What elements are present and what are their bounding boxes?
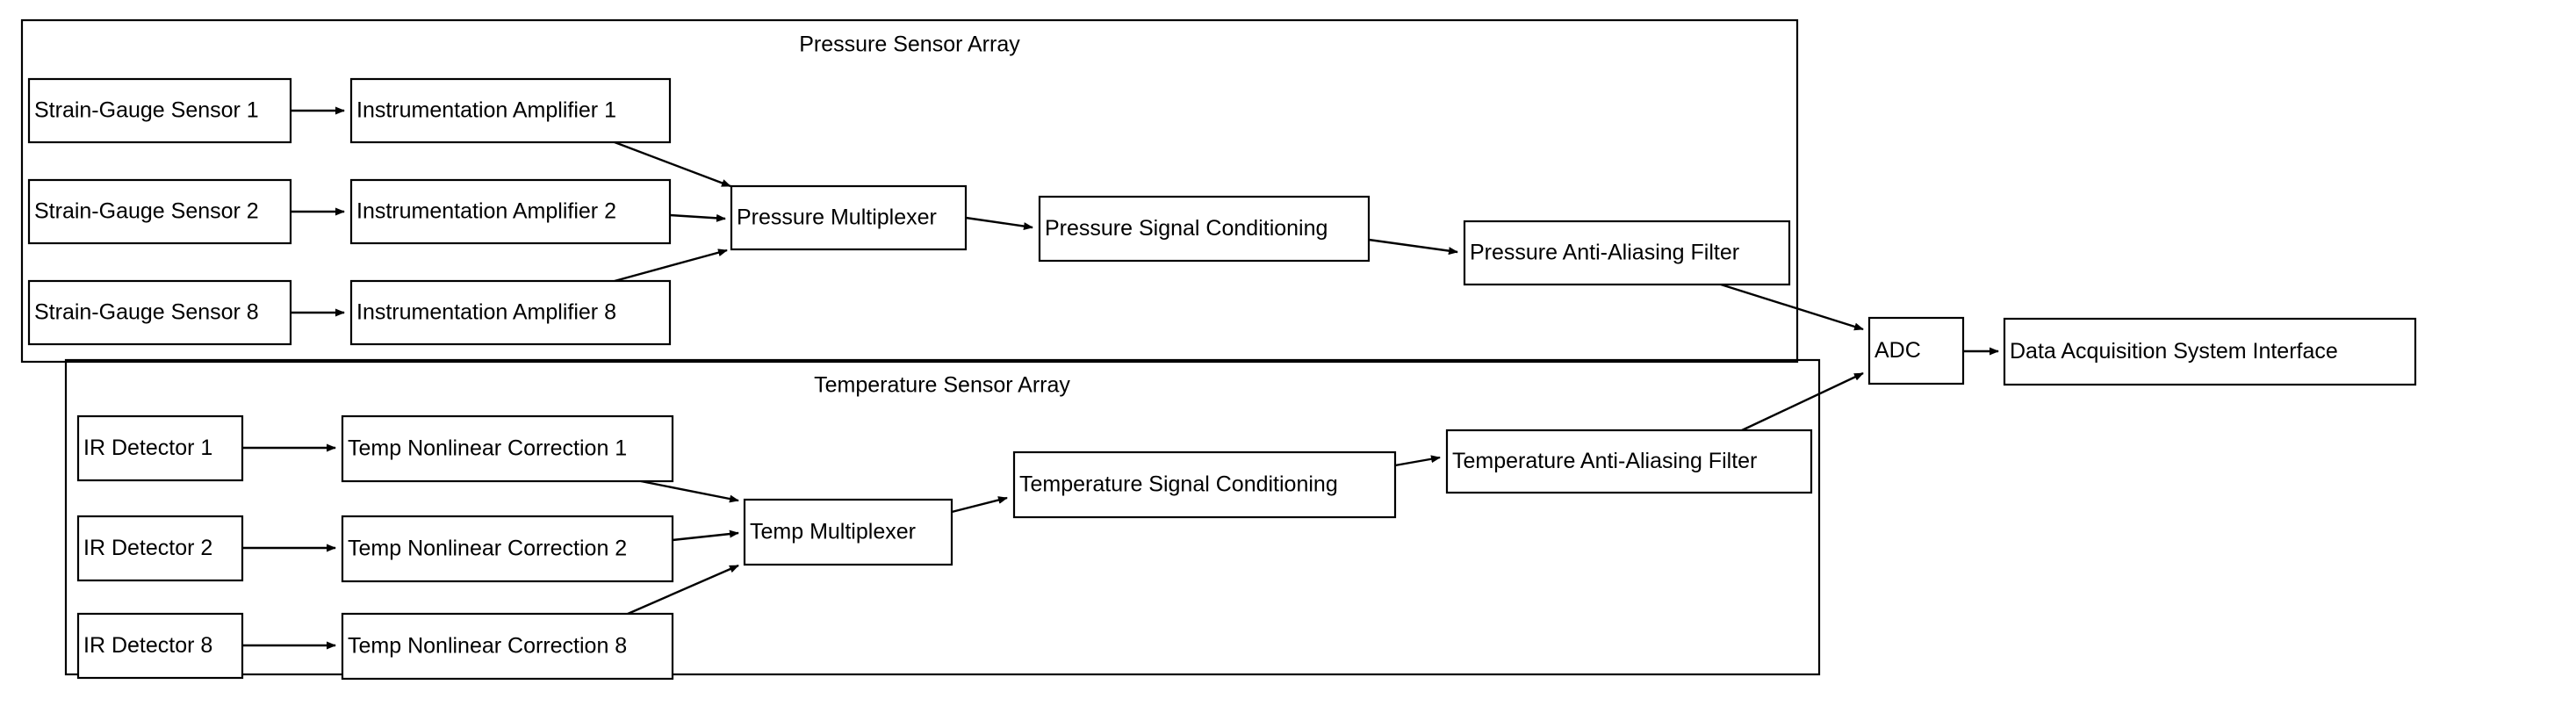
node-pressure-signal-conditioning[interactable]: Pressure Signal Conditioning bbox=[1038, 195, 1371, 263]
edge-ia1-pmux bbox=[614, 140, 731, 188]
edge-psc-paaf bbox=[1368, 238, 1458, 256]
node-ir-detector-2[interactable]: IR Detector 2 bbox=[76, 515, 244, 582]
temp-nonlinear-correction-1-box[interactable] bbox=[341, 414, 674, 483]
node-ir-detector-8[interactable]: IR Detector 8 bbox=[76, 612, 244, 680]
pressure-multiplexer-box[interactable] bbox=[730, 184, 968, 251]
temp-multiplexer-box[interactable] bbox=[743, 498, 953, 566]
temperature-anti-aliasing-filter-box[interactable] bbox=[1445, 429, 1813, 494]
pressure-multiplexer-label: Pressure Multiplexer bbox=[737, 205, 937, 230]
strain-gauge-sensor-8-box[interactable] bbox=[27, 279, 292, 346]
node-strain-gauge-sensor-1[interactable]: Strain-Gauge Sensor 1 bbox=[27, 77, 292, 144]
edge-tnc1-tmux bbox=[640, 479, 739, 503]
edge-paaf-adc bbox=[1720, 283, 1864, 331]
node-strain-gauge-sensor-2[interactable]: Strain-Gauge Sensor 2 bbox=[27, 178, 292, 245]
strain-gauge-sensor-2-label: Strain-Gauge Sensor 2 bbox=[34, 199, 259, 224]
edge-pmux-psc bbox=[965, 216, 1033, 231]
temperature-signal-conditioning-box[interactable] bbox=[1012, 450, 1397, 519]
temp-nonlinear-correction-8-label: Temp Nonlinear Correction 8 bbox=[348, 634, 627, 659]
temp-multiplexer-label: Temp Multiplexer bbox=[750, 520, 916, 544]
group-temperature-group: Temperature Sensor Array bbox=[64, 358, 1821, 676]
temp-nonlinear-correction-2-label: Temp Nonlinear Correction 2 bbox=[348, 537, 627, 561]
pressure-anti-aliasing-filter-box[interactable] bbox=[1463, 220, 1791, 286]
edge-tnc8-tmux bbox=[627, 564, 739, 616]
node-temperature-anti-aliasing-filter[interactable]: Temperature Anti-Aliasing Filter bbox=[1445, 429, 1813, 494]
edge-tsc-taaf bbox=[1394, 455, 1441, 467]
instrumentation-amplifier-1-box[interactable] bbox=[349, 77, 672, 144]
pressure-signal-conditioning-label: Pressure Signal Conditioning bbox=[1045, 216, 1328, 241]
node-strain-gauge-sensor-8[interactable]: Strain-Gauge Sensor 8 bbox=[27, 279, 292, 346]
node-instrumentation-amplifier-8[interactable]: Instrumentation Amplifier 8 bbox=[349, 279, 672, 346]
ir-detector-2-label: IR Detector 2 bbox=[83, 536, 212, 560]
temperature-signal-conditioning-label: Temperature Signal Conditioning bbox=[1019, 472, 1338, 497]
strain-gauge-sensor-1-box[interactable] bbox=[27, 77, 292, 144]
node-temp-nonlinear-correction-1[interactable]: Temp Nonlinear Correction 1 bbox=[341, 414, 674, 483]
node-data-acquisition-system-interface[interactable]: Data Acquisition System Interface bbox=[2003, 317, 2417, 386]
node-adc[interactable]: ADC bbox=[1867, 316, 1965, 385]
ir-detector-1-box[interactable] bbox=[76, 414, 244, 482]
node-temperature-signal-conditioning[interactable]: Temperature Signal Conditioning bbox=[1012, 450, 1397, 519]
nodes: Strain-Gauge Sensor 1 Strain-Gauge Sensor… bbox=[27, 77, 2417, 681]
pressure-anti-aliasing-filter-label: Pressure Anti-Aliasing Filter bbox=[1470, 241, 1739, 265]
strain-gauge-sensor-2-box[interactable] bbox=[27, 178, 292, 245]
ir-detector-8-box[interactable] bbox=[76, 612, 244, 680]
instrumentation-amplifier-8-label: Instrumentation Amplifier 8 bbox=[356, 300, 616, 325]
temp-nonlinear-correction-8-box[interactable] bbox=[341, 612, 674, 681]
pressure-group-title: Pressure Sensor Array bbox=[799, 32, 1020, 57]
data-acquisition-system-interface-label: Data Acquisition System Interface bbox=[2010, 339, 2338, 364]
node-instrumentation-amplifier-1[interactable]: Instrumentation Amplifier 1 bbox=[349, 77, 672, 144]
temp-nonlinear-correction-1-label: Temp Nonlinear Correction 1 bbox=[348, 436, 627, 461]
edge-tnc2-tmux bbox=[672, 530, 739, 542]
node-temp-nonlinear-correction-2[interactable]: Temp Nonlinear Correction 2 bbox=[341, 515, 674, 583]
node-ir-detector-1[interactable]: IR Detector 1 bbox=[76, 414, 244, 482]
temperature-group-frame bbox=[64, 358, 1821, 676]
ir-detector-8-label: IR Detector 8 bbox=[83, 633, 212, 658]
strain-gauge-sensor-8-label: Strain-Gauge Sensor 8 bbox=[34, 300, 259, 325]
node-instrumentation-amplifier-2[interactable]: Instrumentation Amplifier 2 bbox=[349, 178, 672, 245]
temperature-group-title: Temperature Sensor Array bbox=[814, 373, 1070, 398]
node-pressure-anti-aliasing-filter[interactable]: Pressure Anti-Aliasing Filter bbox=[1463, 220, 1791, 286]
instrumentation-amplifier-2-label: Instrumentation Amplifier 2 bbox=[356, 199, 616, 224]
adc-box[interactable] bbox=[1867, 316, 1965, 385]
edge-ia8-pmux bbox=[614, 249, 728, 283]
strain-gauge-sensor-1-label: Strain-Gauge Sensor 1 bbox=[34, 98, 259, 123]
edge-ia2-pmux bbox=[669, 213, 726, 222]
node-pressure-multiplexer[interactable]: Pressure Multiplexer bbox=[730, 184, 968, 251]
temperature-anti-aliasing-filter-label: Temperature Anti-Aliasing Filter bbox=[1452, 449, 1757, 473]
node-temp-nonlinear-correction-8[interactable]: Temp Nonlinear Correction 8 bbox=[341, 612, 674, 681]
node-temp-multiplexer[interactable]: Temp Multiplexer bbox=[743, 498, 953, 566]
instrumentation-amplifier-8-box[interactable] bbox=[349, 279, 672, 346]
group-pressure-group: Pressure Sensor Array bbox=[20, 18, 1799, 364]
temp-nonlinear-correction-2-box[interactable] bbox=[341, 515, 674, 583]
instrumentation-amplifier-1-label: Instrumentation Amplifier 1 bbox=[356, 98, 616, 123]
ir-detector-1-label: IR Detector 1 bbox=[83, 436, 212, 460]
edge-tmux-tsc bbox=[951, 496, 1008, 514]
edges bbox=[242, 106, 1999, 650]
edge-taaf-adc bbox=[1741, 371, 1864, 432]
instrumentation-amplifier-2-box[interactable] bbox=[349, 178, 672, 245]
pressure-group-frame bbox=[20, 18, 1799, 364]
ir-detector-2-box[interactable] bbox=[76, 515, 244, 582]
data-acquisition-system-interface-box[interactable] bbox=[2003, 317, 2417, 386]
pressure-signal-conditioning-box[interactable] bbox=[1038, 195, 1371, 263]
adc-label: ADC bbox=[1874, 338, 1921, 363]
